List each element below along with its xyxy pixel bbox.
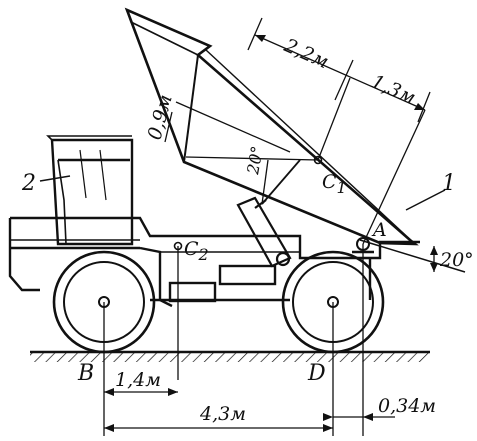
- angle-cylinder: 20°: [243, 144, 267, 176]
- dim-1-3: 1,3м: [368, 70, 419, 109]
- dim-4-3: 4,3м: [199, 403, 246, 425]
- body-number: 1: [442, 171, 456, 196]
- chassis: [8, 216, 420, 308]
- label-A: A: [371, 219, 387, 241]
- arrowheads: [104, 35, 438, 432]
- incline-line: [359, 239, 466, 273]
- label-C2: C2: [184, 238, 209, 264]
- dump-body: [124, 7, 419, 246]
- dim-0-9: 0,9м: [144, 92, 177, 142]
- label-C1: C1: [322, 171, 347, 197]
- dim-1-4: 1,4м: [115, 369, 161, 391]
- cab-leader: [39, 175, 71, 182]
- dim-2-2: 2,2м: [280, 34, 332, 73]
- label-D: D: [307, 361, 326, 386]
- dim-0-34: 0,34м: [378, 395, 436, 417]
- label-B: B: [77, 361, 94, 386]
- cab: [46, 135, 134, 246]
- hydraulic-cylinder: [236, 159, 301, 268]
- body-leader: [405, 189, 446, 211]
- angle-tilt: 20°: [439, 249, 474, 271]
- dimension-lines: [103, 17, 435, 436]
- cab-number: 2: [21, 171, 36, 196]
